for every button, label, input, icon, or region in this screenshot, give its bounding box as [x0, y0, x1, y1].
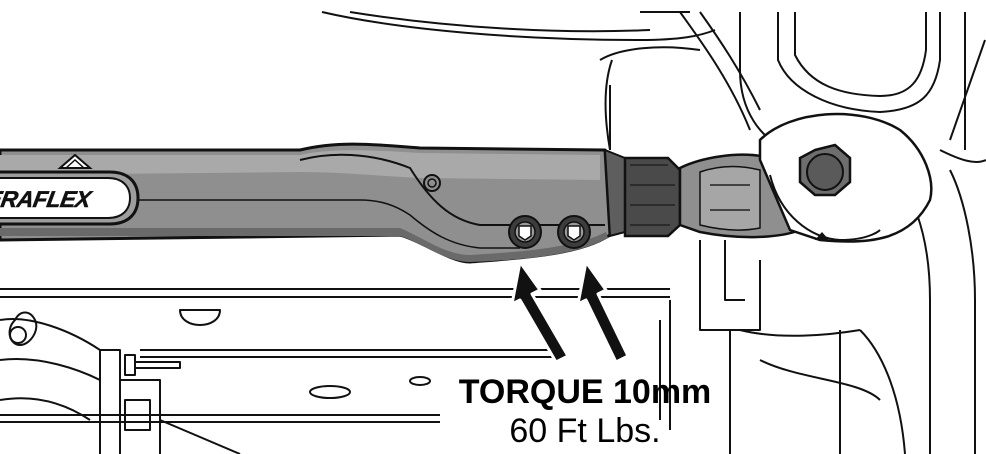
torque-bolt-right	[557, 215, 591, 249]
torque-callout: TORQUE 10mm 60 Ft Lbs.	[420, 374, 750, 450]
control-arm	[0, 112, 933, 264]
torque-value: 60 Ft Lbs.	[509, 412, 661, 450]
arrow-up-right-icon	[576, 260, 630, 364]
torque-bolt-left	[508, 215, 542, 249]
torque-label: TORQUE 10mm	[458, 373, 712, 411]
brand-logo-text: TERAFLEX	[0, 186, 95, 212]
chassis-structure	[0, 11, 986, 454]
teraflex-logo-icon	[0, 153, 140, 226]
arrow-up-right-icon	[510, 260, 570, 364]
